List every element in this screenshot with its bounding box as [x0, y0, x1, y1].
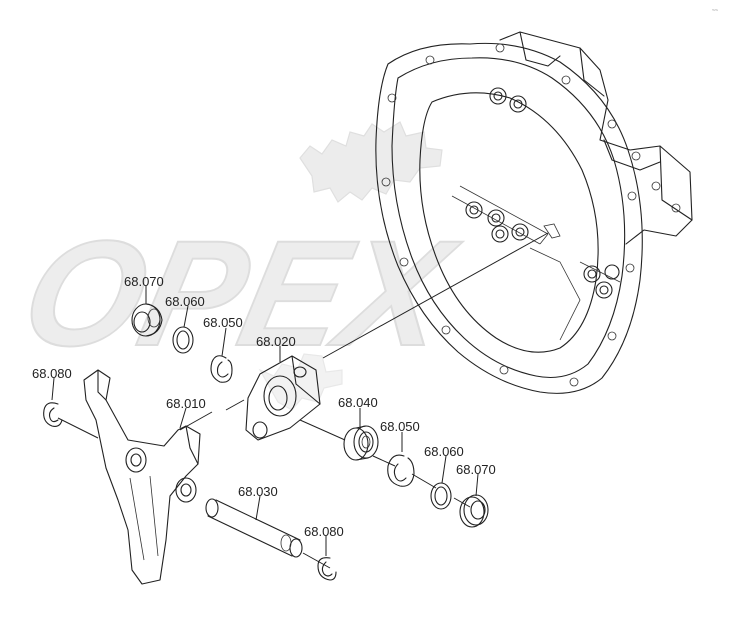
label-68040: 68.040	[338, 395, 378, 410]
part-68080-circlip-left	[43, 402, 63, 427]
label-68060-left: 68.060	[165, 294, 205, 309]
label-leaders	[51, 286, 479, 556]
part-68080-circlip-right	[317, 557, 337, 581]
part-68040-bearing	[343, 425, 379, 461]
label-68070-right: 68.070	[456, 462, 496, 477]
part-68060-washer-right	[430, 482, 452, 510]
label-68020: 68.020	[256, 334, 296, 349]
label-68050-right: 68.050	[380, 419, 420, 434]
watermark-logo: OPEX	[9, 121, 471, 411]
label-68010: 68.010	[166, 396, 206, 411]
assembly-lines	[57, 232, 549, 569]
label-68060-right: 68.060	[424, 444, 464, 459]
part-68060-washer-left	[172, 326, 194, 354]
part-68020-bearing-housing	[245, 355, 321, 441]
part-68070-seal-left	[131, 303, 163, 337]
label-68030: 68.030	[238, 484, 278, 499]
label-68070-left: 68.070	[124, 274, 164, 289]
watermark-text: OPEX	[10, 211, 470, 378]
label-68080-right: 68.080	[304, 524, 344, 539]
part-68010-release-fork	[83, 369, 201, 585]
part-68070-seal-right	[459, 494, 489, 528]
part-68050-circlip-left	[210, 355, 233, 383]
corner-tag: ~~	[712, 8, 718, 14]
part-68050-circlip-right	[387, 454, 415, 487]
clutch-housing	[375, 31, 693, 394]
label-68050-left: 68.050	[203, 315, 243, 330]
part-68030-shaft	[205, 498, 303, 558]
part-labels: 68.070 68.060 68.050 68.020 68.080 68.01…	[32, 274, 496, 539]
label-68080-left: 68.080	[32, 366, 72, 381]
